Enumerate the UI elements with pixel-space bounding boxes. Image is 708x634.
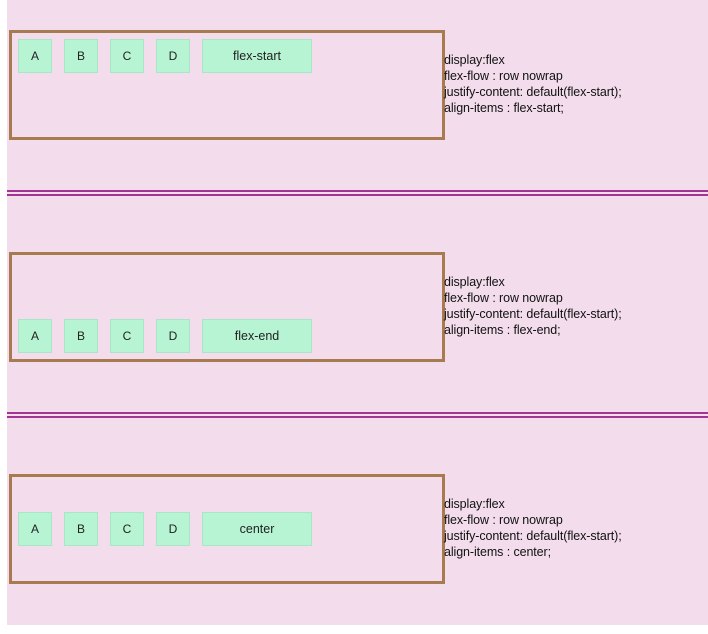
section-divider [7,190,708,196]
css-line: flex-flow : row nowrap [444,69,563,83]
flex-container: A B C D center [9,474,445,584]
css-line: justify-content: default(flex-start); [444,307,622,321]
flex-item-a: A [18,319,52,353]
flex-item-label: center [202,512,312,546]
flex-item-b: B [64,39,98,73]
flex-item-label: flex-start [202,39,312,73]
demo-canvas: A B C D flex-start display:flex flex-flo… [7,0,708,625]
css-line: align-items : center; [444,545,551,559]
flex-item-c: C [110,39,144,73]
flex-item-c: C [110,319,144,353]
flex-end-demo: A B C D flex-end display:flex flex-flow … [7,222,708,412]
css-line: justify-content: default(flex-start); [444,85,622,99]
flex-container: A B C D flex-start [9,30,445,140]
flex-item-a: A [18,39,52,73]
flex-item-b: B [64,512,98,546]
css-description: display:flex flex-flow : row nowrap just… [444,496,622,560]
flex-item-label: flex-end [202,319,312,353]
css-line: flex-flow : row nowrap [444,513,563,527]
flex-item-c: C [110,512,144,546]
css-line: align-items : flex-start; [444,101,564,115]
css-line: align-items : flex-end; [444,323,561,337]
flex-item-d: D [156,512,190,546]
flex-container: A B C D flex-end [9,252,445,362]
flex-item-d: D [156,319,190,353]
flex-start-demo: A B C D flex-start display:flex flex-flo… [7,0,708,190]
flex-item-b: B [64,319,98,353]
css-line: display:flex [444,497,505,511]
css-line: display:flex [444,275,505,289]
section-divider [7,412,708,418]
flex-item-d: D [156,39,190,73]
css-line: flex-flow : row nowrap [444,291,563,305]
css-description: display:flex flex-flow : row nowrap just… [444,274,622,338]
center-demo: A B C D center display:flex flex-flow : … [7,444,708,634]
css-description: display:flex flex-flow : row nowrap just… [444,52,622,116]
css-line: display:flex [444,53,505,67]
css-line: justify-content: default(flex-start); [444,529,622,543]
flex-item-a: A [18,512,52,546]
